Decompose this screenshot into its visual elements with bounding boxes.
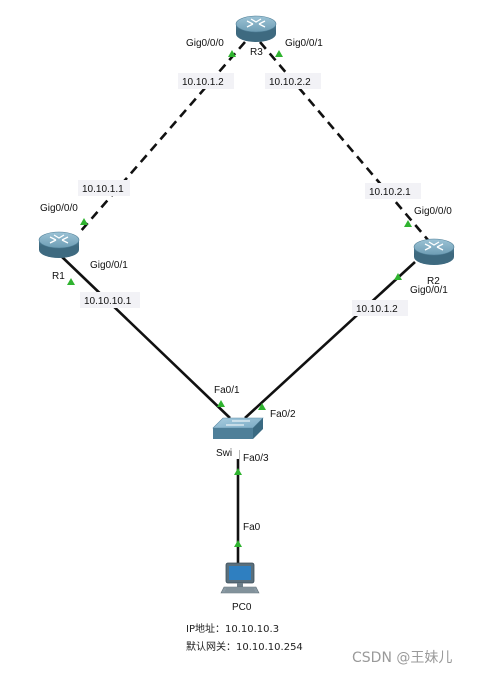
port-up-icon <box>234 540 242 547</box>
links <box>59 41 429 565</box>
link-r1-switch[interactable] <box>59 254 231 419</box>
pc-ip-address: IP地址：10.10.10.3 <box>186 622 279 635</box>
switch-port-fa01: Fa0/1 <box>214 385 240 396</box>
port-up-icon <box>275 50 283 57</box>
r1-port-gig000: Gig0/0/0 <box>40 203 78 214</box>
port-up-icon <box>217 400 225 407</box>
r2-ip-g000: 10.10.2.1 <box>369 187 411 198</box>
router-arrows-icon <box>246 18 266 28</box>
r3-port-gig000: Gig0/0/0 <box>186 38 224 49</box>
router-arrows-icon <box>424 241 444 251</box>
r1-ip-g001: 10.10.10.1 <box>84 296 132 307</box>
router-arrows-icon <box>49 234 69 244</box>
csdn-watermark: CSDN @王妹儿 <box>352 650 452 666</box>
r3-port-gig001: Gig0/0/1 <box>285 38 323 49</box>
port-up-icon <box>394 273 402 280</box>
router-r3[interactable] <box>235 15 277 42</box>
switch-device[interactable] <box>212 417 264 439</box>
pc-name: PC0 <box>232 602 252 613</box>
r1-port-gig001: Gig0/0/1 <box>90 260 128 271</box>
port-labels: Gig0/0/0 Gig0/0/1 Gig0/0/0 Gig0/0/1 Gig0… <box>40 38 452 533</box>
pc-default-gateway: 默认网关：10.10.10.254 <box>186 640 303 653</box>
router-r1-name: R1 <box>52 271 65 282</box>
r2-port-gig001: Gig0/0/1 <box>410 285 448 296</box>
switch-arrows-icon <box>226 420 250 426</box>
port-up-icon <box>258 403 266 410</box>
switch-name: Swi <box>216 448 232 459</box>
pc-device[interactable] <box>220 562 260 594</box>
link-r3-r2[interactable] <box>259 41 429 241</box>
port-up-icon <box>234 468 242 475</box>
switch-port-fa03: Fa0/3 <box>243 453 269 464</box>
port-up-icon <box>80 218 88 225</box>
router-r2[interactable] <box>413 238 455 265</box>
r1-ip-g000: 10.10.1.1 <box>82 184 124 195</box>
ip-labels: 10.10.1.2 10.10.2.2 10.10.1.1 10.10.2.1 … <box>78 73 421 316</box>
r2-ip-g001: 10.10.1.2 <box>356 304 398 315</box>
r3-ip-g000: 10.10.1.2 <box>182 77 224 88</box>
r2-port-gig000: Gig0/0/0 <box>414 206 452 217</box>
router-r2-name: R2 <box>427 276 440 287</box>
port-indicators <box>67 50 412 547</box>
router-r1[interactable] <box>38 231 80 258</box>
pc-port-fa0: Fa0 <box>243 522 261 533</box>
port-up-icon <box>67 278 75 285</box>
switch-port-fa02: Fa0/2 <box>270 409 296 420</box>
port-up-icon <box>404 220 412 227</box>
r3-ip-g001: 10.10.2.2 <box>269 77 311 88</box>
link-r2-switch[interactable] <box>244 261 416 419</box>
link-r3-r1[interactable] <box>79 41 246 233</box>
port-up-icon <box>228 50 236 57</box>
router-r3-name: R3 <box>250 47 263 58</box>
